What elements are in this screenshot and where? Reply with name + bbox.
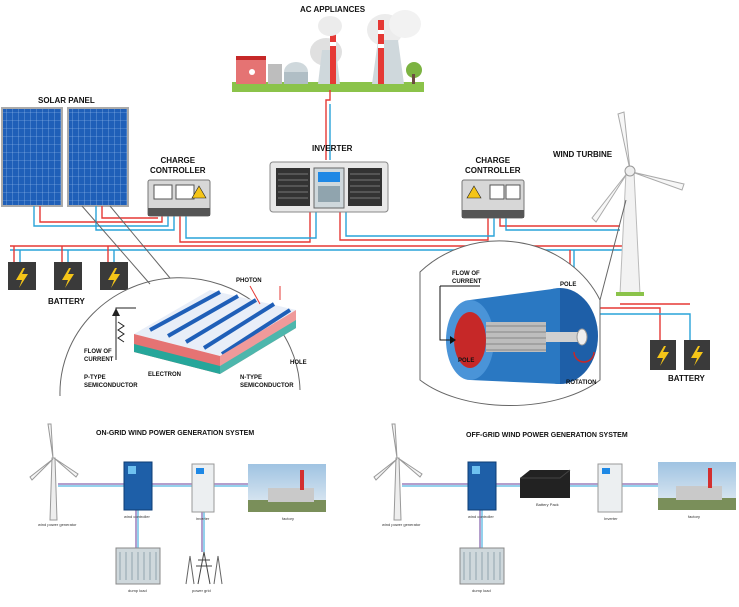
on-grid-factory-caption: factory bbox=[282, 516, 295, 521]
inverter-label: INVERTER bbox=[312, 144, 353, 153]
off-grid-title: OFF-GRID WIND POWER GENERATION SYSTEM bbox=[466, 432, 628, 439]
charge-controller-left-label: CHARGE CONTROLLER bbox=[150, 156, 206, 175]
off-grid-wind-generator-caption: wind power generator bbox=[382, 522, 421, 527]
generator-detail bbox=[419, 199, 627, 406]
on-grid-title: ON-GRID WIND POWER GENERATION SYSTEM bbox=[96, 430, 255, 437]
on-grid-system bbox=[29, 423, 326, 585]
photon-label: PHOTON bbox=[236, 278, 262, 284]
wind-turbine-label: WIND TURBINE bbox=[553, 150, 613, 159]
solar-panel-label: SOLAR PANEL bbox=[38, 96, 95, 105]
inverter-unit bbox=[269, 161, 389, 213]
on-grid-wind-controller-caption: wind controller bbox=[124, 514, 150, 519]
battery-right-label: BATTERY bbox=[668, 374, 705, 383]
battery-bank-left bbox=[8, 262, 128, 290]
charge-controller-right-label: CHARGE CONTROLLER bbox=[465, 156, 521, 175]
pole-bottom-label: POLE bbox=[458, 358, 475, 364]
ac-appliances-label: AC APPLIANCES bbox=[300, 5, 366, 14]
on-grid-dump-load-caption: dump load bbox=[128, 588, 147, 593]
off-grid-dump-load-caption: dump load bbox=[472, 588, 491, 593]
electron-label: ELECTRON bbox=[148, 372, 181, 378]
on-grid-power-grid-caption: power grid bbox=[192, 588, 211, 593]
factory-illustration bbox=[232, 10, 424, 92]
on-grid-inverter-caption: inverter bbox=[196, 516, 210, 521]
hole-label: HOLE bbox=[290, 360, 307, 366]
flow-of-current-generator-label: FLOW OF CURRENT bbox=[452, 271, 482, 285]
off-grid-inverter-caption: Inverter bbox=[604, 516, 618, 521]
p-type-label: P-TYPE SEMICONDUCTOR bbox=[84, 375, 138, 389]
off-grid-wind-controller-caption: wind controller bbox=[468, 514, 494, 519]
flow-of-current-solar-label: FLOW OF CURRENT bbox=[84, 349, 114, 363]
pole-top-label: POLE bbox=[560, 282, 577, 288]
battery-left-label: BATTERY bbox=[48, 297, 85, 306]
battery-bank-right bbox=[650, 340, 710, 370]
n-type-label: N-TYPE SEMICONDUCTOR bbox=[240, 375, 294, 389]
off-grid-battery-pack-caption: Battery Pack bbox=[536, 502, 559, 507]
solar-panel-array bbox=[1, 107, 129, 207]
on-grid-wind-generator-caption: wind power generator bbox=[38, 522, 77, 527]
wind-turbine-top bbox=[591, 111, 685, 296]
off-grid-factory-caption: factory bbox=[688, 514, 701, 519]
off-grid-system bbox=[373, 423, 736, 585]
charge-controller-right bbox=[461, 179, 525, 219]
solar-cell-detail bbox=[59, 205, 301, 397]
rotation-label: ROTATION bbox=[566, 380, 597, 386]
charge-controller-left bbox=[147, 179, 211, 217]
